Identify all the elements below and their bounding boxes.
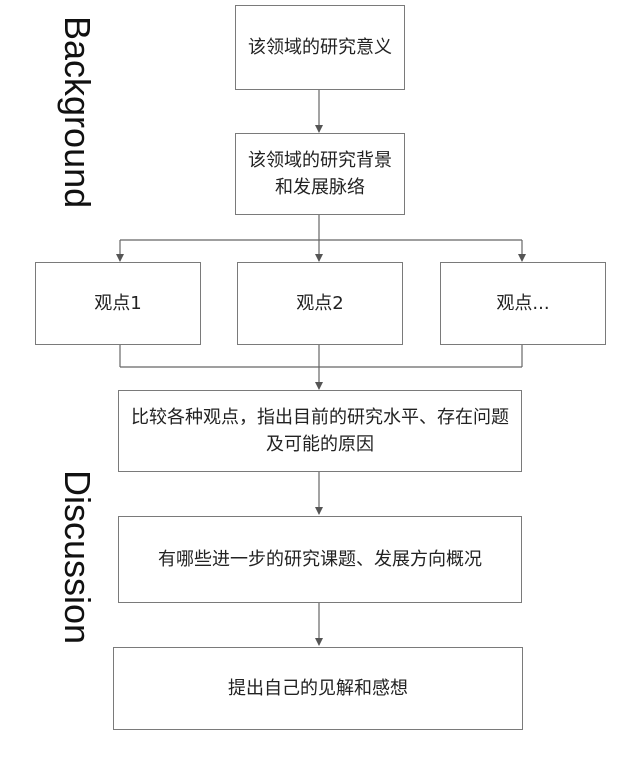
box-view3-text: 观点... [496, 293, 550, 314]
box-view1: 观点1 [35, 262, 201, 345]
box-view1-text: 观点1 [94, 293, 142, 314]
box-compare: 比较各种观点，指出目前的研究水平、存在问题及可能的原因 [118, 390, 522, 472]
box-opinion: 提出自己的见解和感想 [113, 647, 523, 730]
box-compare-text: 比较各种观点，指出目前的研究水平、存在问题及可能的原因 [131, 407, 509, 455]
box-context-text: 该领域的研究背景和发展脉络 [248, 150, 392, 198]
box-opinion-text: 提出自己的见解和感想 [228, 678, 408, 699]
box-context: 该领域的研究背景和发展脉络 [235, 133, 405, 215]
box-topics: 有哪些进一步的研究课题、发展方向概况 [118, 516, 522, 603]
box-view2: 观点2 [237, 262, 403, 345]
box-view2-text: 观点2 [296, 293, 344, 314]
box-significance-text: 该领域的研究意义 [248, 37, 392, 58]
box-significance: 该领域的研究意义 [235, 5, 405, 90]
box-topics-text: 有哪些进一步的研究课题、发展方向概况 [158, 549, 482, 570]
box-view3: 观点... [440, 262, 606, 345]
